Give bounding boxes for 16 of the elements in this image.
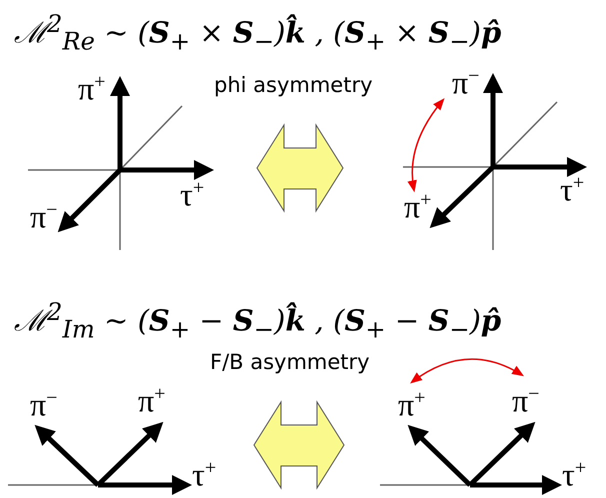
axis-label: τ$^{+}$ <box>560 173 584 206</box>
axis-label: τ$^{+}$ <box>180 178 204 211</box>
axis-label: π$^{−}$ <box>512 384 540 417</box>
axis-label: π$^{+}$ <box>78 72 106 105</box>
axis-label: π$^{+}$ <box>404 190 432 223</box>
axis-label: π$^{−}$ <box>30 388 58 421</box>
axis-label: π$^{+}$ <box>138 384 166 417</box>
equation: ℳ$^{2}$$_{Re}$ ~ (S$_{+}$ × S$_{−}$)k̂ , (S$_{+}$ × S$_{−}$)p̂ <box>14 12 502 54</box>
equation: ℳ$^{2}$$_{Im}$ ~ (S$_{+}$ − S$_{−}$)k̂ , (S$_{+}$ − S$_{−}$)p̂ <box>14 300 502 342</box>
asymmetry-label: phi asymmetry <box>214 75 373 96</box>
axis-label: π$^{−}$ <box>30 200 58 233</box>
axis-label: π$^{−}$ <box>452 66 480 99</box>
asymmetry-label: F/B asymmetry <box>210 352 370 373</box>
axis-label: τ$^{+}$ <box>562 458 586 491</box>
axis-label: τ$^{+}$ <box>192 458 216 491</box>
axis-label: π$^{+}$ <box>398 388 426 421</box>
